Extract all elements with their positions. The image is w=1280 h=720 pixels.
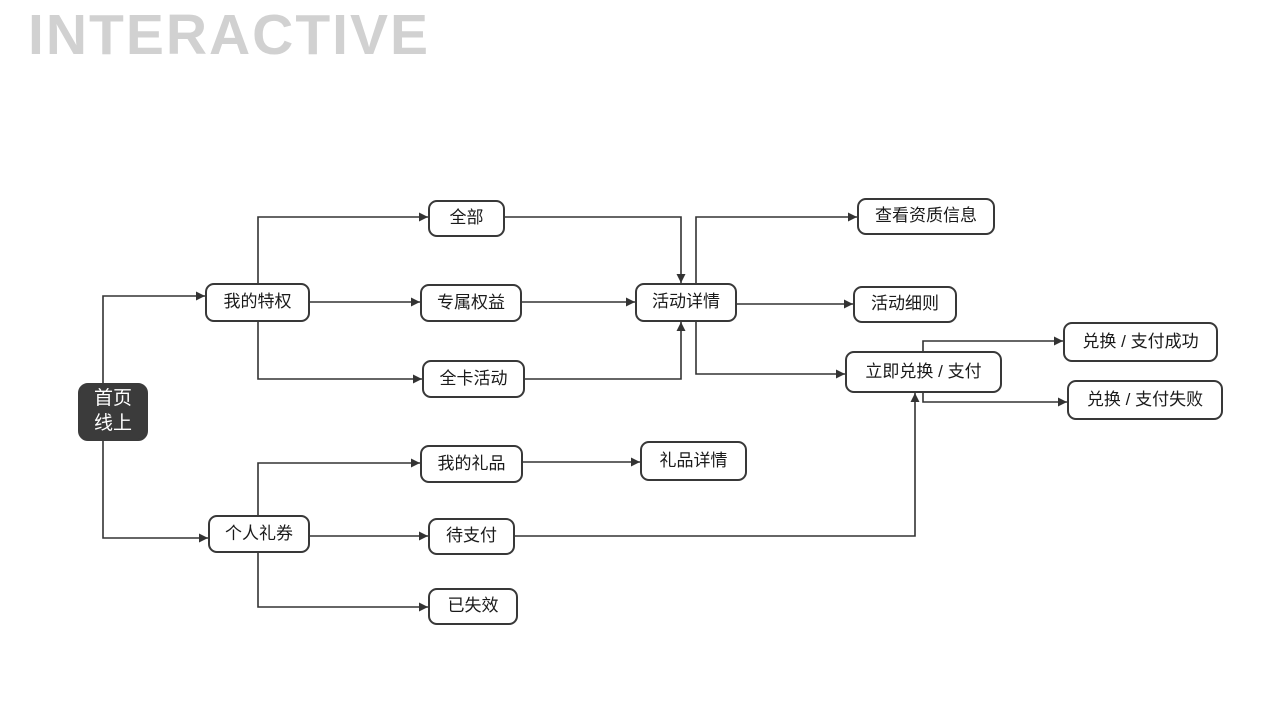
node-redeem-pay-now: 立即兑换 / 支付 (845, 351, 1002, 393)
edge-all-to-activity-details (505, 216, 686, 283)
node-my-gifts: 我的礼品 (420, 445, 523, 483)
edge-my-privileges-to-all-card-activities (257, 322, 422, 384)
node-expired: 已失效 (428, 588, 518, 625)
node-all: 全部 (428, 200, 505, 237)
edge-my-privileges-to-all (257, 212, 428, 283)
edge-personal-coupons-to-expired (257, 553, 428, 612)
node-exclusive-benefits: 专属权益 (420, 284, 522, 322)
node-personal-coupons: 个人礼券 (208, 515, 310, 553)
node-gift-details: 礼品详情 (640, 441, 747, 481)
edge-redeem-pay-now-to-redeem-pay-success (922, 336, 1063, 351)
edge-home-online-to-my-privileges (102, 291, 205, 383)
node-pending-payment: 待支付 (428, 518, 515, 555)
edge-all-card-activities-to-activity-details (525, 322, 686, 380)
edge-redeem-pay-now-to-redeem-pay-failure (922, 393, 1067, 407)
node-all-card-activities: 全卡活动 (422, 360, 525, 398)
node-activity-rules: 活动细则 (853, 286, 957, 323)
node-my-privileges: 我的特权 (205, 283, 310, 322)
node-redeem-pay-failure: 兑换 / 支付失败 (1067, 380, 1223, 420)
edge-activity-details-to-view-qualification-info (695, 212, 857, 283)
node-home-online: 首页 线上 (78, 383, 148, 441)
edge-personal-coupons-to-my-gifts (257, 458, 420, 515)
edge-activity-details-to-redeem-pay-now (695, 322, 845, 379)
node-view-qualification-info: 查看资质信息 (857, 198, 995, 235)
node-redeem-pay-success: 兑换 / 支付成功 (1063, 322, 1218, 362)
edge-pending-payment-to-redeem-pay-now (515, 393, 920, 537)
edge-home-online-to-personal-coupons (102, 441, 208, 543)
page-title: INTERACTIVE (28, 3, 431, 67)
node-activity-details: 活动详情 (635, 283, 737, 322)
